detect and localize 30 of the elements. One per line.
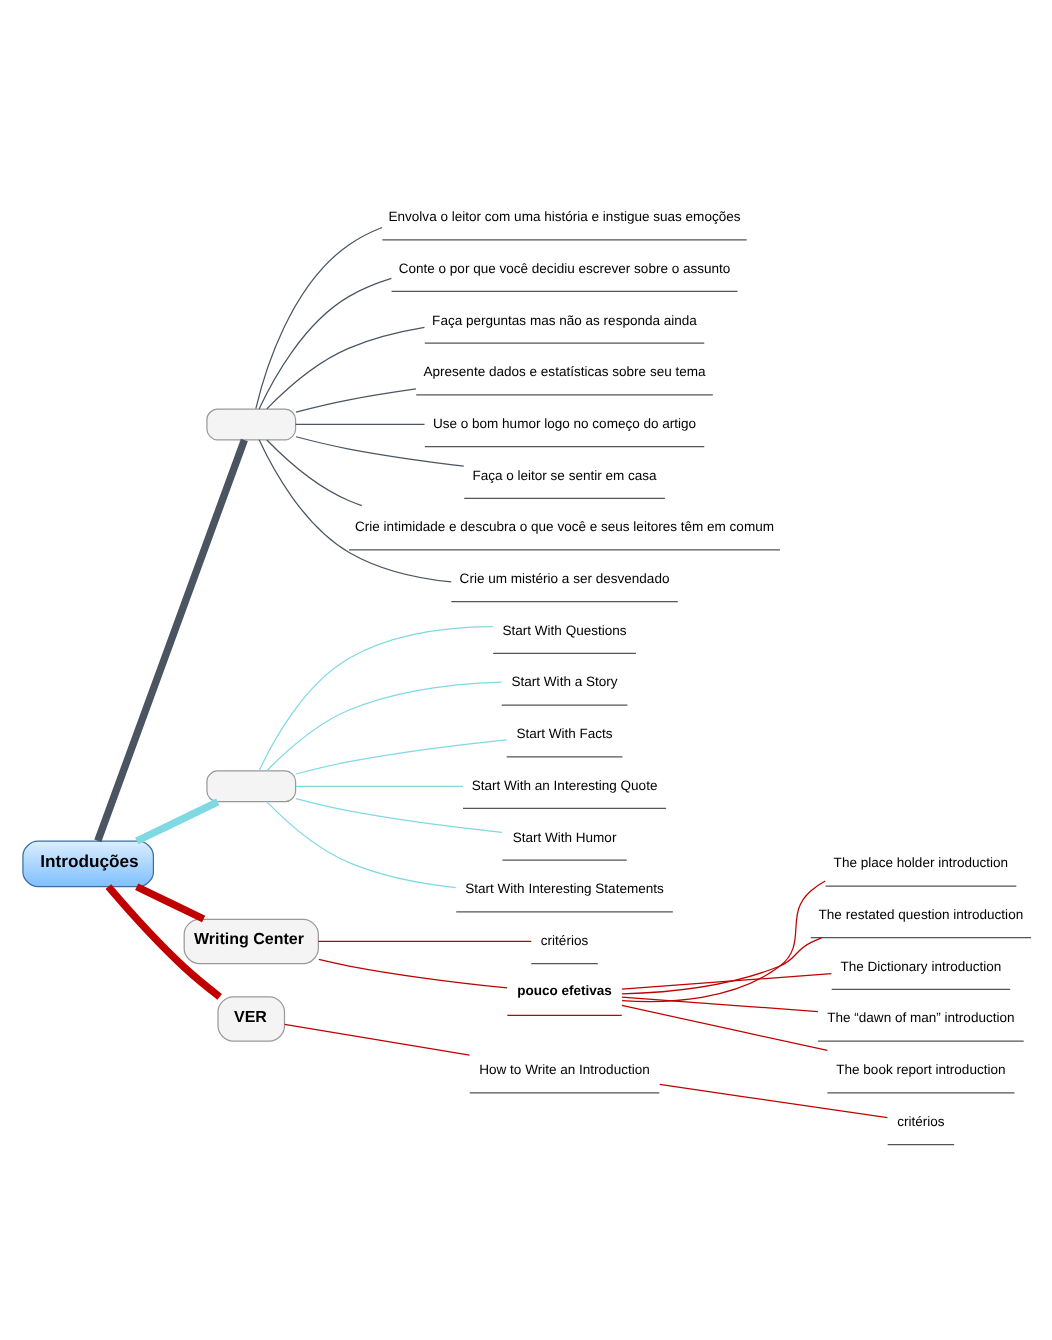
connector (254, 226, 382, 410)
connector (257, 277, 392, 410)
connector (620, 937, 822, 995)
node-box (205, 770, 296, 803)
connector (294, 388, 416, 413)
connector (620, 880, 825, 1003)
node-box: Introduções (21, 840, 154, 888)
connector (104, 884, 221, 1000)
connector (265, 326, 425, 410)
connector (294, 785, 463, 787)
connector (257, 626, 493, 772)
connector (93, 438, 247, 843)
connector (316, 940, 531, 943)
connector (265, 439, 362, 507)
connector (294, 423, 425, 426)
connector (294, 436, 464, 467)
node-box (205, 408, 296, 441)
connector (265, 681, 502, 772)
connector (620, 973, 832, 990)
connector (658, 1083, 888, 1119)
connector (620, 1004, 827, 1052)
connector (294, 798, 502, 833)
connector (134, 883, 205, 923)
connector (620, 996, 818, 1013)
connector (317, 958, 507, 989)
connector (265, 801, 456, 889)
connector (294, 739, 507, 775)
connector (282, 1023, 470, 1056)
connector (257, 439, 451, 583)
connector (134, 798, 219, 845)
